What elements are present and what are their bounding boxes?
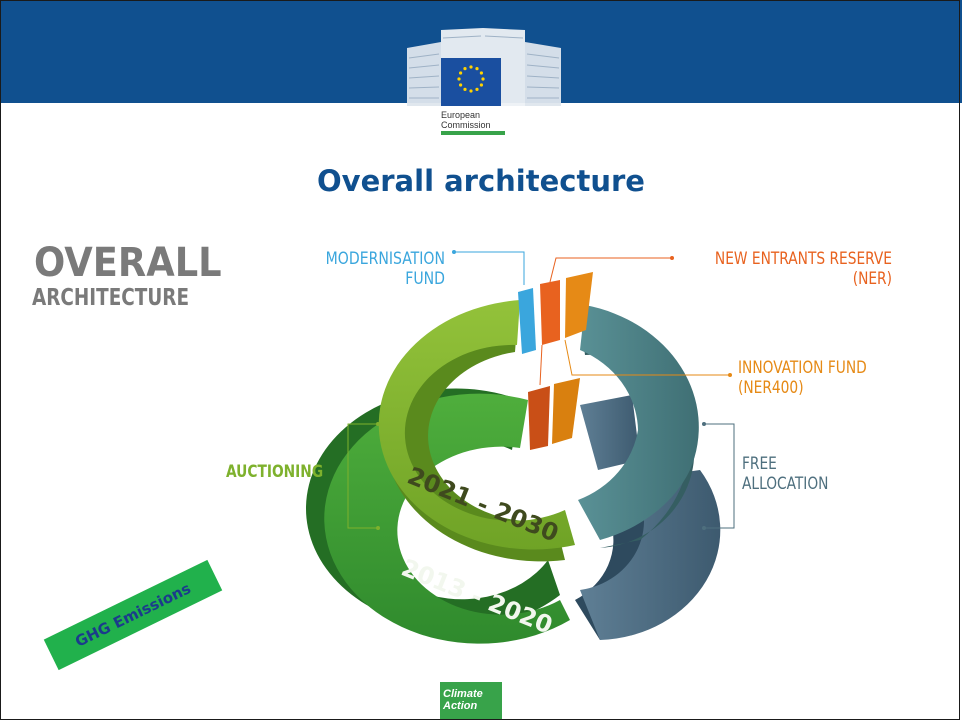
logo-line-european: European bbox=[441, 110, 481, 120]
ner-line1: NEW ENTRANTS RESERVE bbox=[714, 249, 892, 269]
eu-stars bbox=[457, 65, 485, 93]
climate-line: Climate bbox=[443, 688, 483, 700]
free-line2: ALLOCATION bbox=[742, 474, 829, 494]
free-line1: FREE bbox=[742, 454, 777, 474]
free-allocation-label: FREE ALLOCATION bbox=[742, 454, 850, 494]
modernisation-line2: FUND bbox=[405, 269, 445, 289]
logo-text: European Commission bbox=[441, 110, 491, 130]
climate-action-logo: Climate Action bbox=[440, 682, 502, 720]
innovation-fund-label: INNOVATION FUND (NER400) bbox=[738, 358, 900, 398]
connectors bbox=[347, 251, 735, 529]
european-commission-logo bbox=[407, 28, 561, 106]
ner-line2: (NER) bbox=[852, 269, 892, 289]
heading-architecture: ARCHITECTURE bbox=[32, 285, 190, 311]
logo-underline bbox=[441, 131, 505, 135]
action-line: Action bbox=[443, 700, 478, 712]
innovation-line1: INNOVATION FUND bbox=[738, 358, 867, 378]
slide-title: Overall architecture bbox=[317, 164, 645, 198]
innovation-line2: (NER400) bbox=[738, 378, 804, 398]
modernisation-line1: MODERNISATION bbox=[325, 249, 445, 269]
ner-label: NEW ENTRANTS RESERVE (NER) bbox=[665, 249, 892, 289]
heading-overall: OVERALL bbox=[34, 240, 222, 286]
logo-line-commission: Commission bbox=[441, 120, 491, 130]
modernisation-fund-label: MODERNISATION FUND bbox=[312, 249, 445, 289]
auctioning-label: AUCTIONING bbox=[226, 462, 324, 482]
fund-blocks bbox=[518, 272, 593, 450]
connector-dots bbox=[376, 250, 732, 530]
